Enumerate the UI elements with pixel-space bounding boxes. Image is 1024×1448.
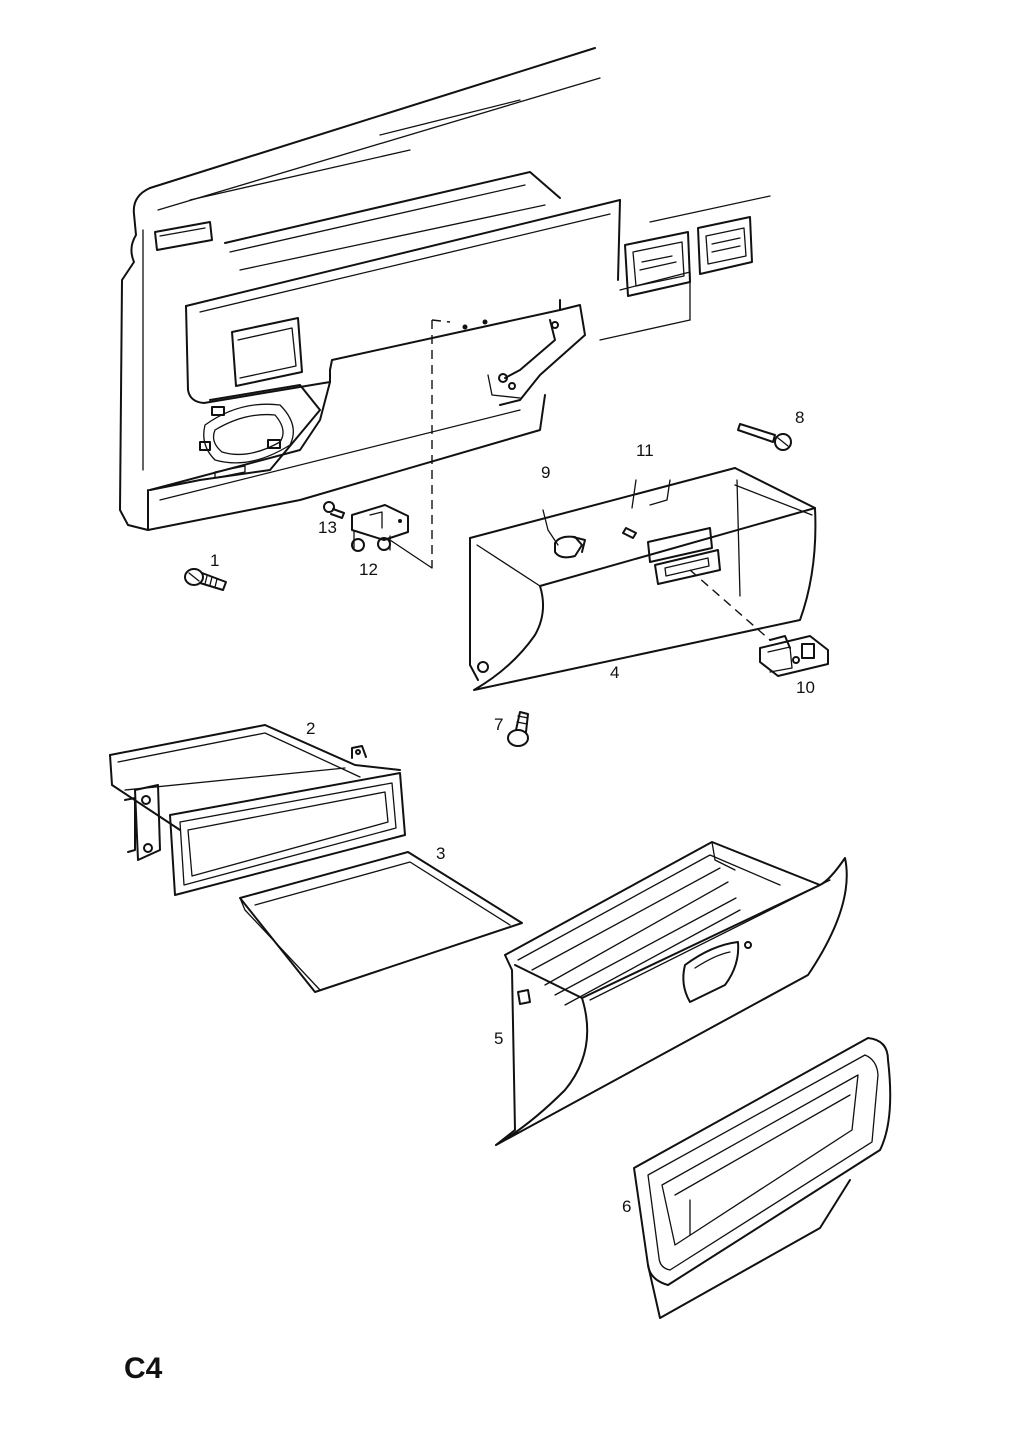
dashboard-assembly: [119, 47, 771, 569]
pocket-part-2: [109, 724, 406, 896]
screw-part-1: [184, 568, 227, 591]
liner-part-3: [239, 851, 523, 993]
screw-part-7: [507, 711, 529, 747]
callout-10: 10: [796, 678, 815, 697]
callout-1: 1: [210, 551, 219, 570]
screw-part-13: [323, 501, 345, 519]
latch-part-10: [689, 569, 829, 677]
trim-part-6: [633, 1037, 892, 1319]
callout-12: 12: [359, 560, 378, 579]
screw-part-8: [737, 423, 792, 451]
callout-3: 3: [436, 844, 445, 863]
callout-13: 13: [318, 518, 337, 537]
glovebox-part-4: [469, 467, 817, 691]
callout-9: 9: [541, 463, 550, 482]
clip-part-9: [554, 535, 586, 559]
callout-7: 7: [494, 715, 503, 734]
callout-8: 8: [795, 408, 804, 427]
diagram-code: C4: [124, 1352, 163, 1385]
callout-5: 5: [494, 1029, 503, 1048]
hinge-part-12: [351, 504, 409, 552]
callout-2: 2: [306, 719, 315, 738]
callout-4: 4: [610, 663, 619, 682]
callout-6: 6: [622, 1197, 631, 1216]
screw-part-11: [622, 479, 637, 539]
callout-11: 11: [636, 441, 654, 460]
glovebox-part-5: [495, 841, 848, 1146]
